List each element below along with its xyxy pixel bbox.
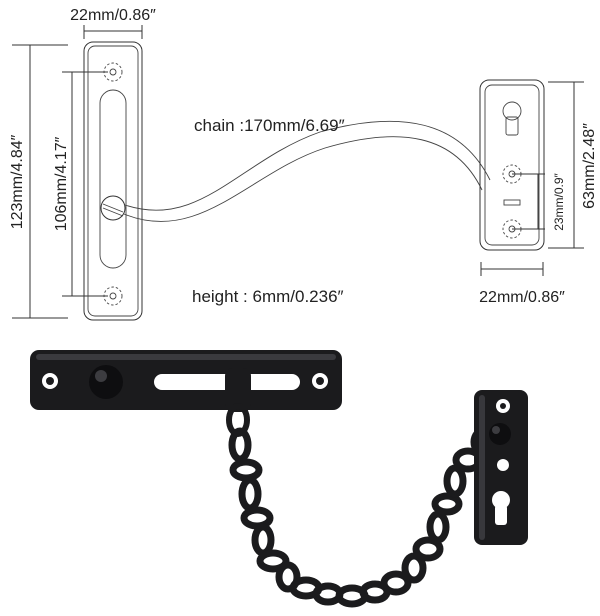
right-length-dimension: 63mm/2.48″ xyxy=(548,81,598,249)
chain-slider xyxy=(225,368,251,437)
left-plate-outline xyxy=(83,41,143,321)
chain-curve xyxy=(123,120,491,222)
technical-drawing: 22mm/0.86″ 123mm/4.84″ 106mm/4.17″ xyxy=(9,7,598,321)
slide-plate xyxy=(30,350,342,410)
chain-links xyxy=(228,426,498,608)
right-plate-outline xyxy=(479,79,545,251)
hole-spacing-label: 106mm/4.17″ xyxy=(53,136,70,231)
right-width-label: 22mm/0.86″ xyxy=(479,289,565,306)
total-length-dimension: 123mm/4.84″ xyxy=(9,44,68,319)
hole-spacing-dimension: 106mm/4.17″ xyxy=(53,71,108,297)
receiver-plate xyxy=(474,390,528,545)
right-width-dimension: 22mm/0.86″ xyxy=(479,262,565,306)
right-length-label: 63mm/2.48″ xyxy=(581,123,598,209)
top-width-dimension: 22mm/0.86″ xyxy=(70,7,156,39)
right-hole-spacing-dimension: 23mm/0.9″ xyxy=(512,172,566,231)
right-hole-spacing-label: 23mm/0.9″ xyxy=(552,172,566,230)
chain-label: chain :170mm/6.69″ xyxy=(194,116,345,135)
top-width-label: 22mm/0.86″ xyxy=(70,7,156,24)
product-illustration xyxy=(30,350,528,608)
height-label: height : 6mm/0.236″ xyxy=(192,287,344,306)
total-length-label: 123mm/4.84″ xyxy=(9,134,26,229)
